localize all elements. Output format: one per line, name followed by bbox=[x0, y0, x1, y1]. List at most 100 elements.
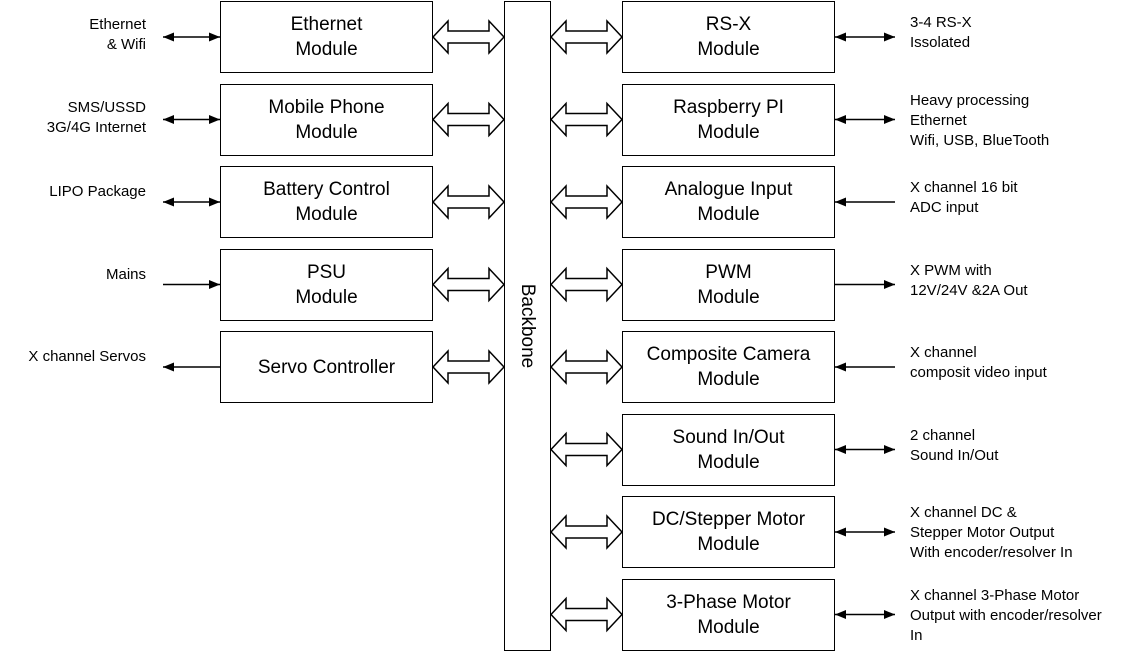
right-module-6-label-line: Module bbox=[697, 451, 760, 473]
right-module-8-io-text-line: In bbox=[910, 626, 923, 644]
right-module-1-label-line: Module bbox=[697, 39, 760, 60]
right-module-4-io-text-line: 12V/24V &2A Out bbox=[910, 281, 1028, 299]
right-module-2-io-text-line: Heavy processing bbox=[910, 91, 1030, 109]
right-module-5-io-text-line: composit video input bbox=[910, 364, 1047, 381]
right-module-2-out-arrowhead bbox=[884, 115, 895, 124]
right-module-3-in-arrowhead bbox=[835, 197, 846, 207]
left-module-1-io-text-line: & Wifi bbox=[106, 36, 146, 53]
right-module-8-label-line: 3-Phase Motor bbox=[666, 591, 791, 613]
left-module-1-io-description: Ethernet & Wifi bbox=[89, 15, 146, 55]
backbone-label: Backbone bbox=[517, 283, 538, 369]
right-module-7-label-line: Module bbox=[697, 534, 760, 555]
right-module-8-label-line: Module bbox=[697, 616, 760, 638]
right-module-7-in-arrowhead bbox=[835, 527, 846, 537]
right-module-6-label-line: Sound In/Out bbox=[672, 426, 785, 448]
right-module-7-io-text-line: With encoder/resolver In bbox=[910, 544, 1073, 561]
left-module-1-in-arrowhead bbox=[209, 32, 220, 42]
right-module-5-label-line: Module bbox=[697, 369, 760, 390]
left-module-4-box: PSU Module bbox=[220, 248, 433, 321]
right-module-6-io-text-line: Sound In/Out bbox=[910, 446, 999, 464]
left-module-2-out-arrowhead bbox=[163, 115, 174, 124]
right-module-2-box: Raspberry PI Module bbox=[622, 83, 835, 156]
right-module-4-out-arrowhead bbox=[884, 280, 895, 289]
right-module-1-io-text-line: Issolated bbox=[910, 34, 971, 51]
left-module-3-label-line: Battery Control bbox=[263, 179, 390, 200]
right-module-5-io-description: X channel composit video input bbox=[910, 343, 1047, 383]
right-module-1-io-description: 3-4 RS-X Issolated bbox=[910, 13, 972, 53]
left-module-1-io-text-line: Ethernet bbox=[89, 16, 146, 33]
right-module-4-io-text-line: X PWM with bbox=[910, 261, 992, 279]
right-module-5-label-line: Composite Camera bbox=[646, 344, 811, 365]
left-module-2-io-text-line: 3G/4G Internet bbox=[46, 118, 146, 136]
right-module-4-io-description: X PWM with 12V/24V &2A Out bbox=[910, 261, 1028, 301]
right-module-2-io-text-line: Ethernet bbox=[910, 111, 967, 129]
left-module-5-out-arrowhead bbox=[163, 362, 174, 372]
right-module-8-io-text-line: X channel 3-Phase Motor bbox=[910, 586, 1080, 604]
left-module-2-io-description: SMS/USSD 3G/4G Internet bbox=[47, 98, 146, 138]
right-module-6-io-text-line: 2 channel bbox=[910, 426, 976, 444]
right-module-5-in-arrowhead bbox=[835, 362, 846, 372]
right-module-7-label-line: DC/Stepper Motor bbox=[651, 509, 806, 530]
right-module-3-io-text-line: X channel 16 bit bbox=[910, 179, 1018, 196]
left-module-2-label-line: Mobile Phone bbox=[268, 96, 385, 118]
backbone-bus bbox=[504, 1, 551, 651]
left-module-1-label-line: Ethernet bbox=[290, 14, 363, 35]
right-module-8-out-arrowhead bbox=[884, 610, 895, 619]
left-module-5-io-description: X channel Servos bbox=[28, 347, 146, 367]
right-module-7-io-text-line: X channel DC & bbox=[910, 504, 1017, 521]
left-module-3-out-arrowhead bbox=[163, 197, 174, 207]
right-module-4-label-line: Module bbox=[697, 286, 760, 308]
left-module-3-in-arrowhead bbox=[209, 197, 220, 207]
right-module-2-label-line: Raspberry PI bbox=[673, 96, 784, 118]
left-module-1-out-arrowhead bbox=[163, 32, 174, 42]
right-module-7-out-arrowhead bbox=[884, 527, 895, 537]
right-module-3-label-line: Module bbox=[697, 204, 760, 225]
right-module-6-in-arrowhead bbox=[835, 445, 846, 454]
left-module-4-io-text-line: Mains bbox=[105, 265, 146, 283]
left-module-4-io-description: Mains bbox=[106, 265, 146, 285]
right-module-1-in-arrowhead bbox=[835, 32, 846, 42]
left-module-4-label-line: Module bbox=[295, 286, 358, 308]
left-module-2-in-arrowhead bbox=[209, 115, 220, 124]
right-module-8-io-text-line: Output with encoder/resolver bbox=[910, 606, 1102, 624]
right-module-4-box: PWM Module bbox=[622, 248, 835, 321]
right-module-6-out-arrowhead bbox=[884, 445, 895, 454]
left-module-5-box: Servo Controller bbox=[220, 331, 433, 403]
right-module-2-in-arrowhead bbox=[835, 115, 846, 124]
right-module-8-in-arrowhead bbox=[835, 610, 846, 619]
right-module-1-io-text-line: 3-4 RS-X bbox=[910, 14, 972, 31]
left-module-1-label-line: Module bbox=[295, 39, 358, 60]
right-module-4-label-line: PWM bbox=[705, 261, 752, 283]
left-module-2-io-text-line: SMS/USSD bbox=[67, 98, 146, 116]
right-module-1-out-arrowhead bbox=[884, 32, 895, 42]
right-module-3-label-line: Analogue Input bbox=[664, 179, 793, 200]
left-module-2-label-line: Module bbox=[295, 121, 358, 143]
right-module-3-io-text-line: ADC input bbox=[910, 199, 979, 216]
left-module-4-label-line: PSU bbox=[306, 261, 347, 283]
left-module-3-io-description: LIPO Package bbox=[49, 182, 146, 202]
left-module-5-label-line: Servo Controller bbox=[257, 356, 396, 378]
left-module-3-label-line: Module bbox=[295, 204, 358, 225]
left-module-3-io-text-line: LIPO Package bbox=[49, 183, 146, 200]
right-module-5-io-text-line: X channel bbox=[910, 344, 977, 361]
right-module-2-io-text-line: Wifi, USB, BlueTooth bbox=[910, 131, 1050, 149]
right-module-1-label-line: RS-X bbox=[705, 14, 752, 35]
right-module-7-io-text-line: Stepper Motor Output bbox=[910, 524, 1055, 541]
right-module-2-label-line: Module bbox=[697, 121, 760, 143]
right-module-1-box: RS-X Module bbox=[622, 1, 835, 73]
left-module-4-in-arrowhead bbox=[209, 280, 220, 289]
